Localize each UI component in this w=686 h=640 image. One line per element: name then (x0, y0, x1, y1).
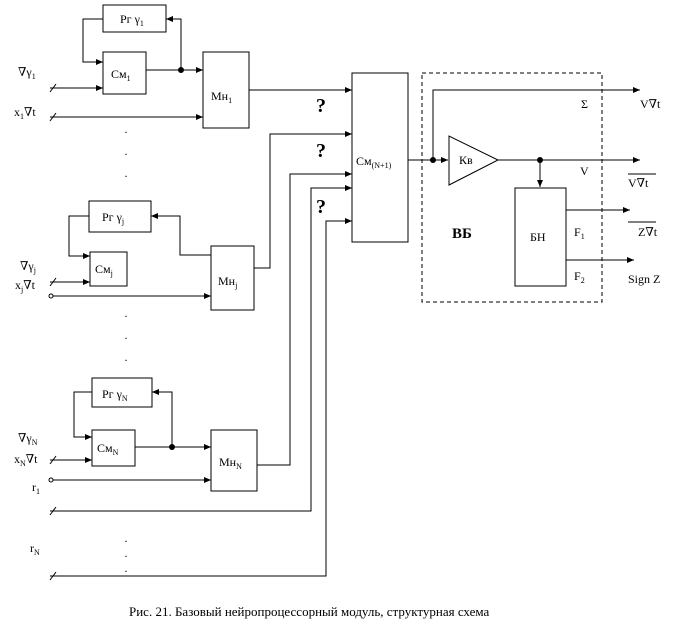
ellipsis-dot: · (124, 534, 128, 548)
label-sigma: Σ (581, 97, 588, 111)
input-tick-r1 (49, 506, 57, 516)
ellipsis-dot: · (124, 309, 128, 323)
wire-feedback-rgj (151, 213, 211, 256)
input-gamma-1: ∇γ1 (18, 65, 36, 81)
input-tick-gamma1 (49, 83, 57, 93)
wire-mnj-smtotal (254, 131, 352, 269)
register-gamma-1-label: Рг γ1 (120, 12, 144, 28)
adder-total-label: См(N+1) (356, 154, 392, 170)
multiplier-j (210, 245, 255, 311)
wire-rg1-sm1 (82, 18, 103, 65)
label-f1: F1 (574, 225, 585, 241)
output-v-nabla-t: V∇t (640, 97, 661, 111)
output-block-frame (421, 72, 603, 303)
amplifier-kv-label: Кв (459, 153, 473, 167)
ellipsis-dot: · (124, 147, 128, 161)
amplifier-kv (448, 135, 500, 186)
input-x-N: xN∇t (14, 452, 38, 468)
block-bn (514, 187, 567, 287)
output-v-nabla-t-bar: V∇t (628, 176, 649, 190)
wire-r1-smtotal (50, 185, 352, 512)
multiplier-1 (202, 51, 250, 129)
wire-rN-smtotal (50, 218, 352, 577)
output-sign-z: Sign Z (628, 272, 660, 286)
multiplier-1-label: Мн1 (211, 89, 232, 105)
adder-N (91, 429, 136, 467)
wire-mnN-smtotal (257, 171, 352, 466)
block-bn-label: БН (530, 230, 546, 244)
input-x-1: x1∇t (14, 105, 36, 121)
input-tick-rN (49, 571, 57, 581)
wire-sigma-out (432, 87, 640, 160)
ellipsis-dot: · (124, 353, 128, 367)
adder-N-label: СмN (97, 441, 119, 457)
label-f2: F2 (574, 269, 585, 285)
wire-rgj-smj (68, 215, 90, 259)
input-r-1: r1 (32, 480, 40, 496)
adder-1 (102, 51, 147, 95)
input-tick-x1 (49, 112, 57, 122)
input-tick-gammaj (49, 277, 57, 287)
register-gamma-N (91, 377, 153, 408)
input-x-j: xj∇t (15, 278, 36, 294)
wire-feedback-rg1 (166, 16, 182, 70)
input-gamma-j: ∇γj (20, 259, 36, 275)
input-gamma-N: ∇γN (18, 431, 38, 447)
question-mark: ? (316, 196, 326, 218)
adder-total (351, 72, 409, 243)
question-mark: ? (316, 95, 326, 117)
multiplier-N-label: МнN (219, 455, 242, 471)
multiplier-j-label: Мнj (218, 274, 237, 290)
input-r-N: rN (30, 541, 40, 557)
label-v: V (580, 164, 589, 178)
multiplier-N (210, 429, 258, 492)
input-terminal-r1 (48, 477, 54, 483)
wire-rgN-smN (73, 391, 92, 440)
question-mark: ? (316, 140, 326, 162)
register-gamma-j-label: Рг γj (102, 210, 124, 226)
input-terminal-xj (48, 293, 54, 299)
figure-caption: Рис. 21. Базовый нейропроцессорный модул… (129, 604, 490, 619)
output-z-nabla-t: Z∇t (638, 225, 658, 239)
ellipsis-dot: · (124, 331, 128, 345)
ellipsis-dot: · (124, 564, 128, 578)
adder-j (89, 251, 128, 287)
ellipsis-dot: · (124, 169, 128, 183)
ellipsis-dot: · (124, 549, 128, 563)
input-tick-gammaN (49, 455, 57, 465)
register-gamma-N-label: Рг γN (102, 387, 128, 403)
ellipsis-dot: · (124, 125, 128, 139)
wire-feedback-rgN (152, 389, 173, 447)
output-block-label: ВБ (452, 226, 472, 242)
adder-j-label: Смj (95, 262, 113, 278)
adder-1-label: См1 (111, 67, 131, 83)
